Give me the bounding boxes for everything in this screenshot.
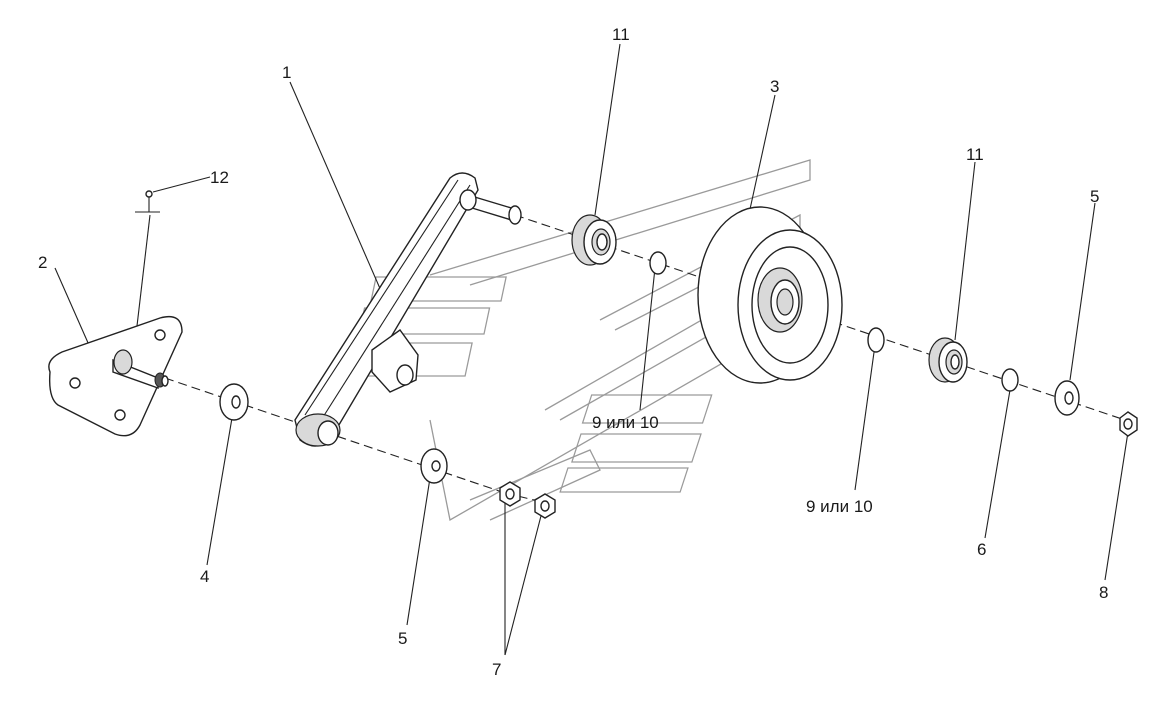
callout-3: 3 <box>770 77 779 96</box>
part-5-washer-right <box>1054 380 1080 416</box>
part-4-washer <box>219 383 249 421</box>
part-11-bearing-right <box>928 337 968 383</box>
callout-4: 4 <box>200 567 209 586</box>
part-9-10-snap-ring-right <box>867 327 885 353</box>
callout-labels: 1 2 3 4 5 5 6 7 8 11 11 12 9 или 10 9 ил… <box>38 25 1108 679</box>
callout-9-10-right: 9 или 10 <box>806 497 873 516</box>
part-2-bracket-plate <box>48 315 183 437</box>
callout-5-right: 5 <box>1090 187 1099 206</box>
callout-5-left: 5 <box>398 629 407 648</box>
leader-lines <box>54 43 1129 656</box>
callout-6: 6 <box>977 540 986 559</box>
callout-1: 1 <box>282 63 291 82</box>
part-3-roller-wheel <box>697 206 843 384</box>
callout-8: 8 <box>1099 583 1108 602</box>
part-8-castle-nut <box>1119 411 1138 437</box>
part-1-lever-arm <box>294 172 522 447</box>
part-7-nuts <box>499 481 556 519</box>
part-12-cotter-pin <box>135 190 160 213</box>
part-9-10-snap-ring-left <box>649 251 667 275</box>
callout-11-left: 11 <box>612 25 630 44</box>
callout-7: 7 <box>492 660 501 679</box>
callout-9-10-left: 9 или 10 <box>592 413 659 432</box>
callout-12: 12 <box>210 168 229 187</box>
part-11-bearing-left <box>571 214 617 266</box>
callout-11-right: 11 <box>966 145 984 164</box>
part-6-snap-ring <box>1001 368 1019 392</box>
part-5-washer-left <box>420 448 448 484</box>
callout-2: 2 <box>38 253 47 272</box>
